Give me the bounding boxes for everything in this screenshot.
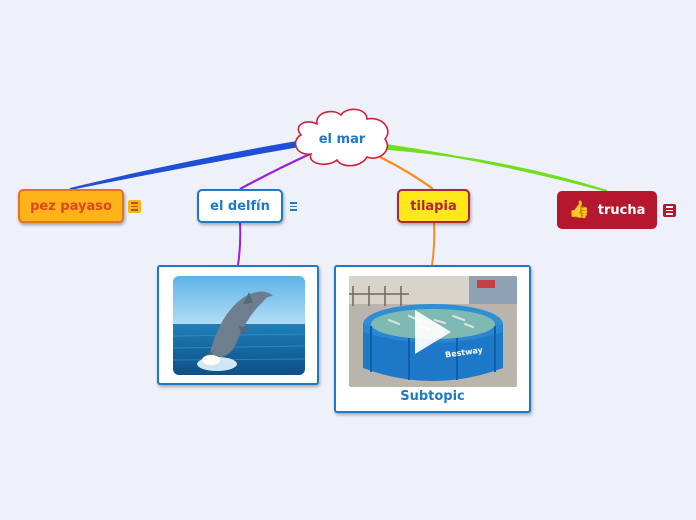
topic-label: pez payaso xyxy=(30,198,112,214)
subtopic-dolphin-image[interactable] xyxy=(157,265,319,385)
central-topic-label: el mar xyxy=(318,132,366,147)
note-icon[interactable] xyxy=(287,200,300,213)
link-trucha xyxy=(384,143,608,192)
fish-pool-photo: Bestway xyxy=(349,276,517,387)
note-icon[interactable] xyxy=(128,200,141,213)
link-tilapia-sub xyxy=(431,222,436,266)
play-icon[interactable] xyxy=(415,310,451,354)
note-icon[interactable] xyxy=(663,204,676,217)
subtopic-video[interactable]: Bestway Subtopic xyxy=(334,265,531,413)
link-delfin xyxy=(239,152,311,190)
cloud-shape xyxy=(294,108,389,167)
thumbs-up-icon: 👍 xyxy=(568,200,590,220)
topic-label: tilapia xyxy=(410,198,457,214)
link-delfin-sub xyxy=(237,222,242,266)
subtopic-label: Subtopic xyxy=(400,389,465,404)
topic-pez-payaso[interactable]: pez payaso xyxy=(18,189,124,223)
topic-label: el delfín xyxy=(210,198,270,214)
dolphin-photo xyxy=(173,276,305,375)
topic-trucha[interactable]: 👍 trucha xyxy=(557,191,657,229)
link-tilapia xyxy=(379,156,434,190)
link-payaso xyxy=(69,139,307,190)
central-topic-el-mar[interactable]: el mar xyxy=(291,106,393,168)
topic-tilapia[interactable]: tilapia xyxy=(397,189,470,223)
topic-el-delfin[interactable]: el delfín xyxy=(197,189,283,223)
topic-label: trucha xyxy=(597,202,646,218)
